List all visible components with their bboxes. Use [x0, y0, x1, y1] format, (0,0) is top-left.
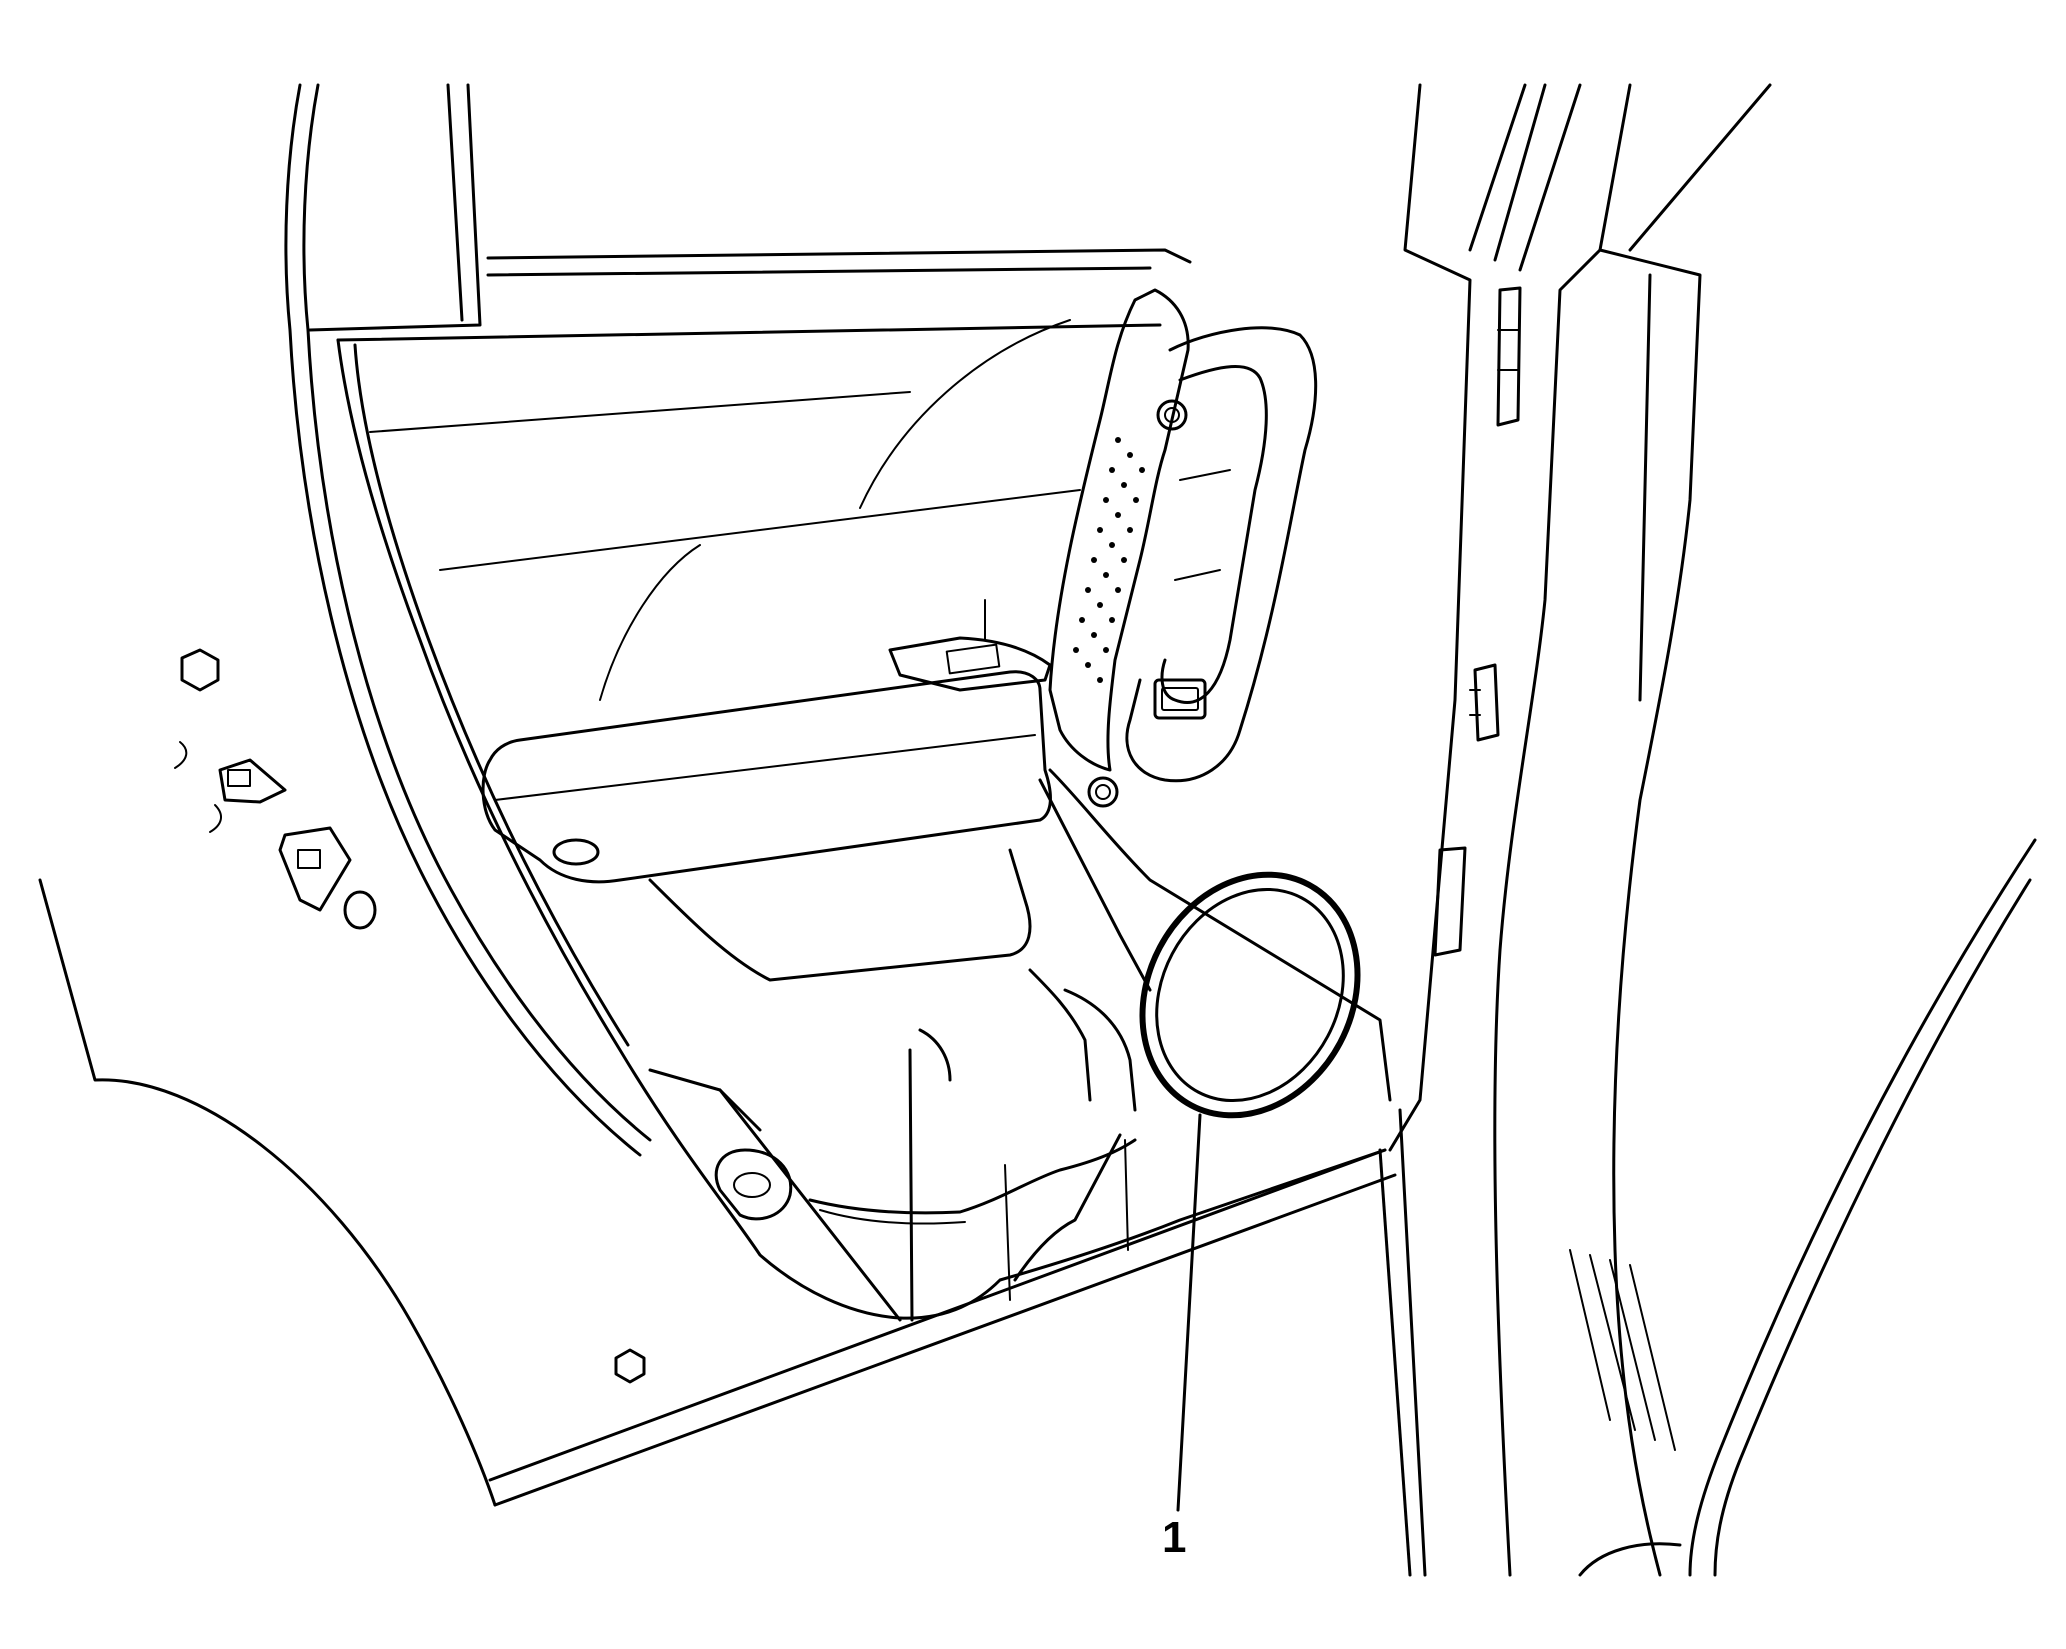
armrest [481, 599, 1052, 982]
body-side-hardware [38, 648, 646, 1507]
callout-1: 1 [1162, 1113, 1202, 1562]
callout-1-label: 1 [1162, 1513, 1186, 1562]
grip-dots [1073, 437, 1145, 683]
body-opening-pillar [1433, 83, 2037, 1577]
pull-handle [1048, 288, 1318, 808]
door-outer-frame [284, 83, 1472, 1577]
callout-1-leader [1176, 1113, 1202, 1512]
speaker-grille [1139, 871, 1361, 1119]
trim-panel-body [336, 319, 1397, 1507]
map-pocket [648, 968, 1137, 1322]
